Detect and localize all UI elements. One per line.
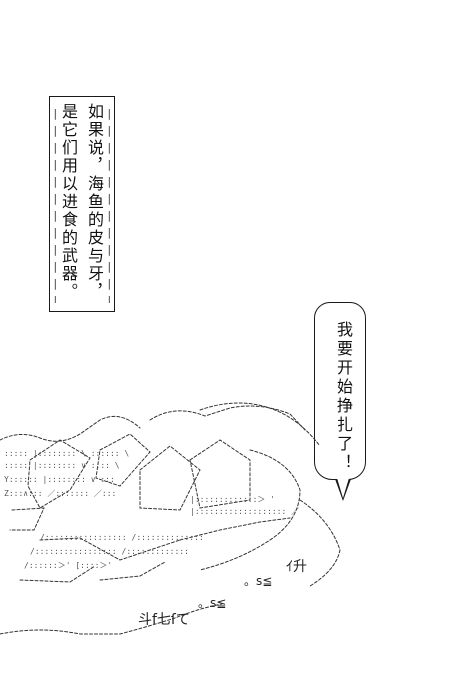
- left-lower-fin: [9, 507, 45, 531]
- texture-row: |::::::::::::::::::: ／: [190, 507, 299, 516]
- texture-row: /::::::::::::::::: /::::::::::::::: [40, 533, 204, 542]
- caption-bracket-bottom: [49, 305, 115, 312]
- right-body: [189, 439, 251, 509]
- sound-effect: 。s≦: [244, 574, 273, 588]
- sound-effect: ｲ升: [286, 559, 307, 575]
- middle-fin: [95, 433, 151, 487]
- tail-swoop: [199, 449, 301, 571]
- bottom-center-tooth: [99, 561, 166, 581]
- lower-jaw: [39, 537, 181, 561]
- narration-line-1: 如果说，海鱼的皮与牙，: [85, 103, 104, 301]
- tail-outer: [299, 499, 341, 587]
- texture-row: ::::: |:::::::: ∨ :::: \: [4, 461, 120, 470]
- caption-right-dashes: ||||||||||||: [106, 107, 112, 303]
- speech-bubble: 我要开始挣扎了！: [314, 302, 366, 501]
- sound-effect: 。s≦: [198, 596, 227, 610]
- jaw-extension: [179, 517, 291, 541]
- fish-illustration: ::::: |:::::::: \ :::::: \ ::::: |::::::…: [0, 402, 341, 635]
- center-body: [139, 445, 201, 511]
- texture-row: /::::::::::::::::: /:::::::::::::: [30, 547, 189, 556]
- caption-left-dashes: ||||||||||||: [52, 107, 58, 303]
- texture-row: Z:::∧::: ／::::::: ／:::: [4, 489, 116, 498]
- texture-row: /::::::＞' [::::＞': [24, 561, 112, 570]
- speech-bubble-text: 我要开始挣扎了！: [334, 321, 353, 473]
- caption-bracket-top: [49, 96, 115, 103]
- sound-effect: 斗f七ſて: [138, 612, 190, 628]
- bottom-left-tooth: [19, 565, 96, 583]
- left-fin: [27, 439, 91, 509]
- outline-top-left: [0, 415, 141, 442]
- narration-caption: |||||||||||| |||||||||||| 如果说，海鱼的皮与牙， 是它…: [49, 96, 115, 312]
- outline-arc: [199, 402, 321, 447]
- narration-line-2: 是它们用以进食的武器。: [59, 103, 78, 301]
- speech-bubble-tail: [335, 478, 351, 501]
- texture-row: |:::::::::::::＞ ': [190, 495, 275, 504]
- trailing-line: [0, 603, 223, 635]
- outline-top-right: [149, 405, 306, 431]
- texture-row: Y:::::: |:::::::: ∨ :::: [4, 475, 115, 484]
- texture-row: ::::: |:::::::: \ :::::: \: [4, 449, 129, 458]
